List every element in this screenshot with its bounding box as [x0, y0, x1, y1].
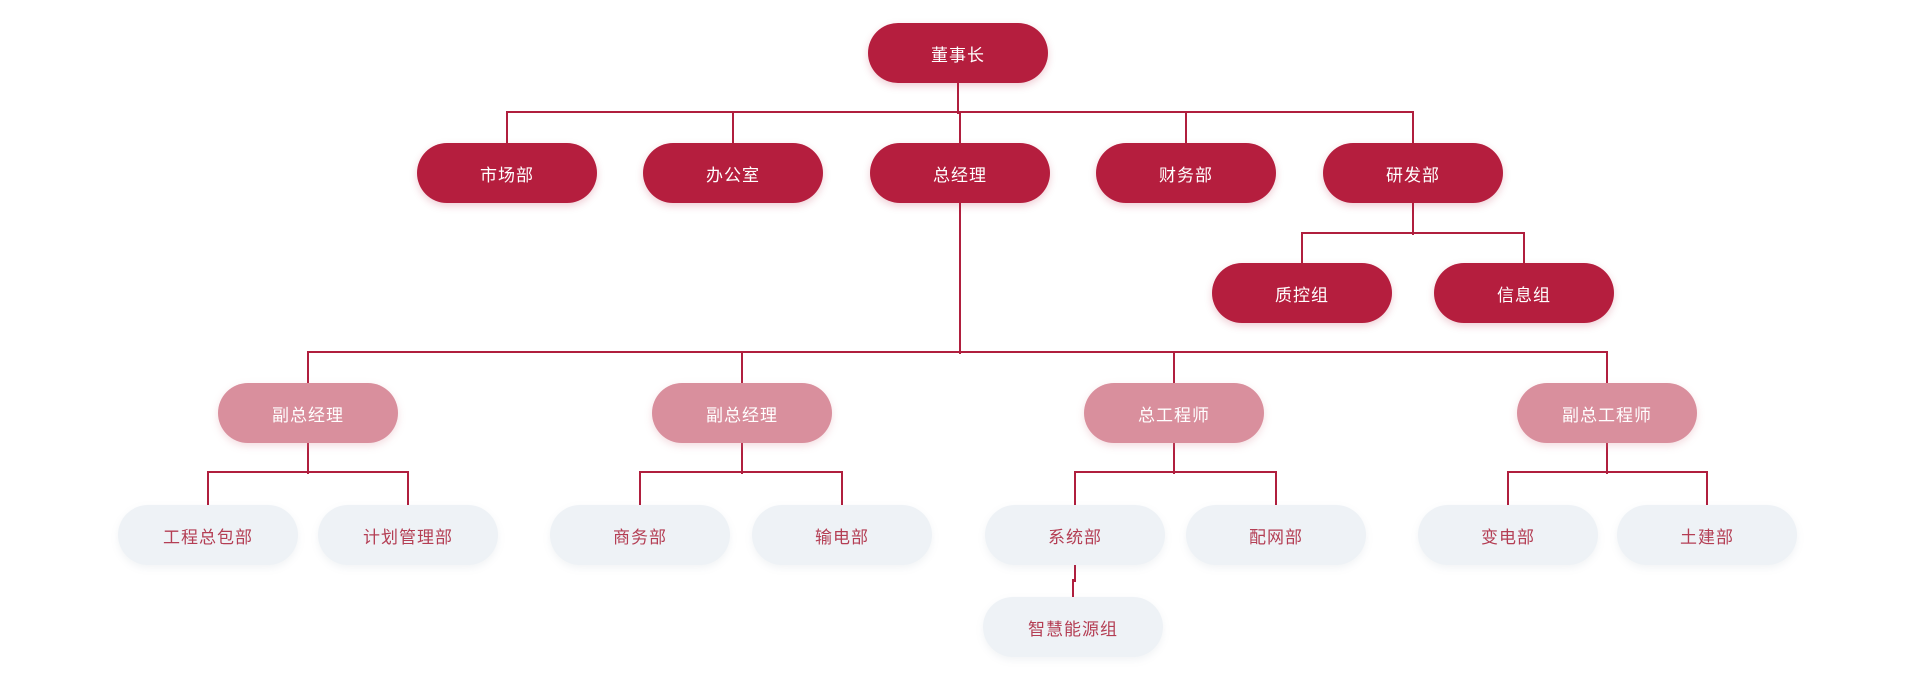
org-node-label: 工程总包部 — [163, 527, 253, 547]
org-node-label: 系统部 — [1048, 527, 1102, 547]
org-node-label: 办公室 — [706, 165, 760, 185]
org-connector-line — [1074, 471, 1277, 473]
org-node-label: 副总经理 — [706, 405, 778, 425]
org-connector-line — [307, 351, 1608, 353]
org-node-label: 计划管理部 — [363, 527, 453, 547]
org-node-system[interactable]: 系统部 — [985, 505, 1165, 565]
org-node-information[interactable]: 信息组 — [1434, 263, 1614, 323]
org-connector-line — [1275, 472, 1277, 507]
org-connector-line — [1074, 472, 1076, 507]
org-connector-line — [1173, 352, 1175, 385]
org-node-finance[interactable]: 财务部 — [1096, 143, 1276, 203]
org-node-label: 总经理 — [933, 165, 987, 185]
org-connector-line — [959, 112, 961, 145]
org-connector-line — [1507, 471, 1708, 473]
org-node-transmission[interactable]: 输电部 — [752, 505, 932, 565]
org-connector-line — [841, 472, 843, 507]
org-connector-line — [207, 472, 209, 507]
org-node-label: 配网部 — [1249, 527, 1303, 547]
org-node-deputy-gm-1[interactable]: 副总经理 — [218, 383, 398, 443]
org-node-epc[interactable]: 工程总包部 — [118, 505, 298, 565]
org-node-civil[interactable]: 土建部 — [1617, 505, 1797, 565]
org-connector-line — [1706, 472, 1708, 507]
org-node-office[interactable]: 办公室 — [643, 143, 823, 203]
org-node-label: 土建部 — [1680, 527, 1734, 547]
org-connector-line — [1301, 232, 1525, 234]
org-connector-line — [1606, 352, 1608, 385]
org-connector-line — [1507, 472, 1509, 507]
org-node-commerce[interactable]: 商务部 — [550, 505, 730, 565]
org-connector-line — [1185, 112, 1187, 145]
org-node-label: 副总经理 — [272, 405, 344, 425]
org-node-chief-engineer[interactable]: 总工程师 — [1084, 383, 1264, 443]
org-node-quality-control[interactable]: 质控组 — [1212, 263, 1392, 323]
org-node-label: 财务部 — [1159, 165, 1213, 185]
org-connector-line — [1606, 443, 1608, 474]
org-connector-line — [639, 472, 641, 507]
org-node-planning[interactable]: 计划管理部 — [318, 505, 498, 565]
org-connector-line — [1301, 233, 1303, 265]
org-connector-line — [741, 443, 743, 474]
org-connector-line — [207, 471, 409, 473]
org-connector-line — [732, 112, 734, 145]
org-node-marketing[interactable]: 市场部 — [417, 143, 597, 203]
org-node-substation[interactable]: 变电部 — [1418, 505, 1598, 565]
org-connector-line — [506, 111, 1414, 113]
org-node-label: 输电部 — [815, 527, 869, 547]
org-node-label: 副总工程师 — [1562, 405, 1652, 425]
org-connector-line — [741, 352, 743, 385]
org-node-label: 质控组 — [1275, 285, 1329, 305]
org-node-label: 董事长 — [931, 45, 985, 65]
org-connector-line — [407, 472, 409, 507]
org-connector-line — [1072, 580, 1074, 599]
org-node-label: 总工程师 — [1138, 405, 1210, 425]
org-connector-line — [1412, 203, 1414, 235]
org-node-label: 智慧能源组 — [1028, 619, 1118, 639]
org-node-label: 变电部 — [1481, 527, 1535, 547]
org-node-label: 商务部 — [613, 527, 667, 547]
org-node-label: 信息组 — [1497, 285, 1551, 305]
org-node-label: 市场部 — [480, 165, 534, 185]
org-connector-line — [957, 83, 959, 114]
org-connector-line — [959, 203, 961, 354]
org-connector-line — [1412, 112, 1414, 145]
org-node-label: 研发部 — [1386, 165, 1440, 185]
org-connector-line — [1523, 233, 1525, 265]
org-node-general-manager[interactable]: 总经理 — [870, 143, 1050, 203]
org-connector-line — [639, 471, 843, 473]
org-connector-line — [506, 112, 508, 145]
org-node-deputy-gm-2[interactable]: 副总经理 — [652, 383, 832, 443]
org-node-smart-energy[interactable]: 智慧能源组 — [983, 597, 1163, 657]
org-connector-line — [307, 352, 309, 385]
org-connector-line — [307, 443, 309, 474]
org-node-rnd[interactable]: 研发部 — [1323, 143, 1503, 203]
org-connector-line — [1072, 579, 1076, 581]
org-node-distribution[interactable]: 配网部 — [1186, 505, 1366, 565]
org-node-chairman[interactable]: 董事长 — [868, 23, 1048, 83]
org-node-deputy-chief-engineer[interactable]: 副总工程师 — [1517, 383, 1697, 443]
org-connector-line — [1173, 443, 1175, 474]
org-connector-line — [1074, 565, 1076, 582]
